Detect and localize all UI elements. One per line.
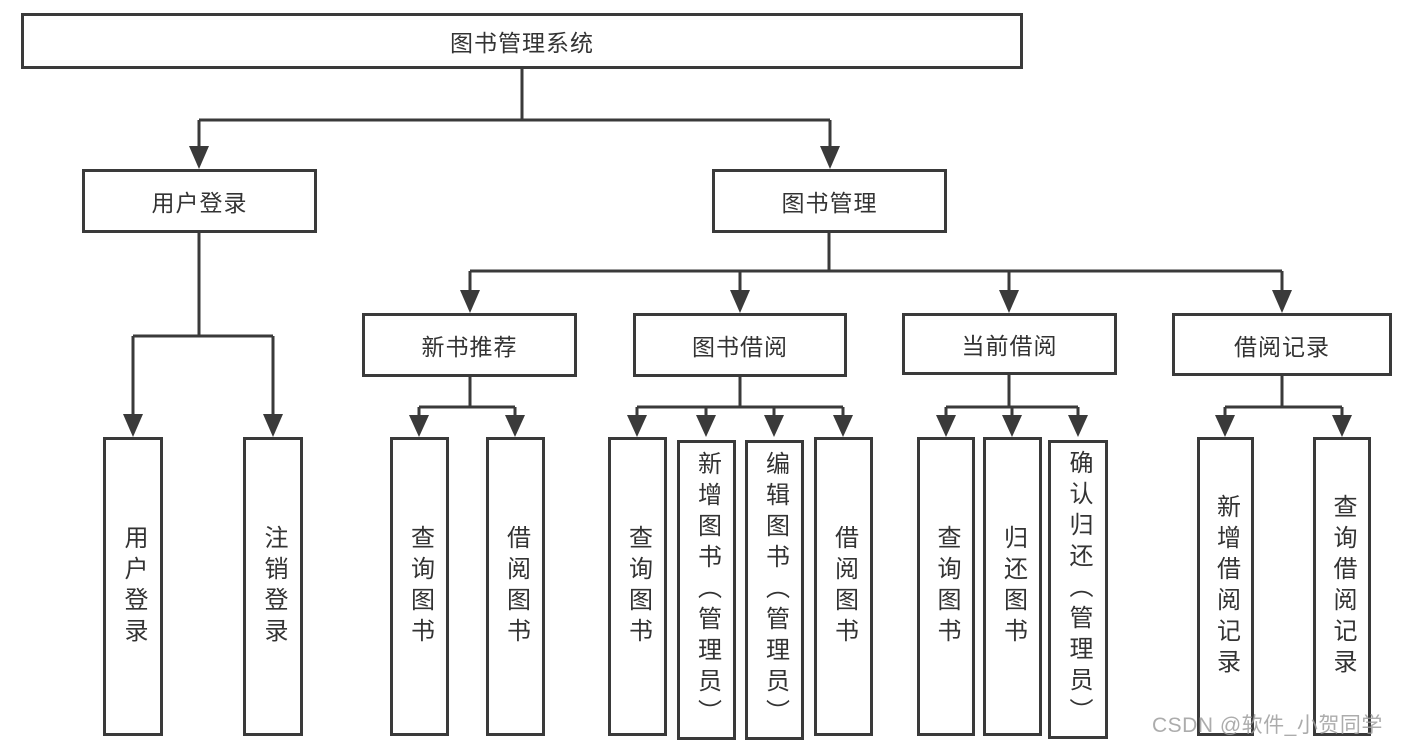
leaf-bb-edit-books-admin: 编辑图书（管理员） [745,440,804,740]
node-label: 图书管理 [781,190,878,216]
node-label: 注销登录 [260,524,287,649]
node-label: 借阅图书 [830,524,858,649]
leaf-cb-query-books: 查询图书 [917,437,975,736]
connectors-borrow-records [1215,376,1352,437]
node-user-login: 用户登录 [82,169,317,233]
leaf-user-login: 用户登录 [103,437,163,736]
node-label: 查询图书 [933,524,960,649]
node-label: 归还图书 [999,524,1027,649]
connectors-current-borrow [936,375,1088,437]
connectors-root [189,69,840,169]
node-book-borrow: 图书借阅 [633,313,847,377]
node-label: 借阅图书 [502,524,530,649]
node-label: 新书推荐 [421,334,518,360]
node-book-management: 图书管理 [712,169,947,233]
node-label: 当前借阅 [961,333,1058,359]
node-label: 查询借阅记录 [1329,493,1356,680]
node-label: 确认归还（管理员） [1065,450,1092,729]
node-label: 新增借阅记录 [1212,493,1240,680]
leaf-cb-return-books: 归还图书 [983,437,1042,736]
node-label: 查询图书 [406,524,434,649]
node-label: 用户登录 [120,524,147,649]
leaf-nbr-query-books: 查询图书 [390,437,449,736]
node-label: 借阅记录 [1234,333,1330,360]
node-new-book-recommend: 新书推荐 [362,313,577,377]
leaf-cb-confirm-return-admin: 确认归还（管理员） [1048,440,1108,739]
node-label: 图书借阅 [692,334,788,360]
csdn-watermark: CSDN @软件_小贺同学 [1152,714,1383,737]
leaf-bb-query-books: 查询图书 [608,437,667,736]
leaf-br-query-record: 查询借阅记录 [1313,437,1371,736]
connectors-book-management [460,233,1292,313]
node-label: 编辑图书（管理员） [761,450,789,730]
connectors-book-borrow [627,377,853,437]
connectors-user-login [123,233,283,437]
leaf-logout: 注销登录 [243,437,303,736]
node-borrow-records: 借阅记录 [1172,313,1392,376]
connectors-new-book-recommend [409,377,525,437]
node-label: 图书管理系统 [450,30,594,56]
leaf-bb-borrow-books: 借阅图书 [814,437,873,736]
node-label: 用户登录 [151,190,248,216]
node-label: 查询图书 [624,524,652,649]
leaf-br-add-record: 新增借阅记录 [1197,437,1254,736]
node-current-borrow: 当前借阅 [902,313,1117,375]
node-root: 图书管理系统 [21,13,1023,69]
node-label: 新增图书（管理员） [693,450,721,730]
leaf-bb-add-books-admin: 新增图书（管理员） [677,440,736,740]
leaf-nbr-borrow-books: 借阅图书 [486,437,545,736]
